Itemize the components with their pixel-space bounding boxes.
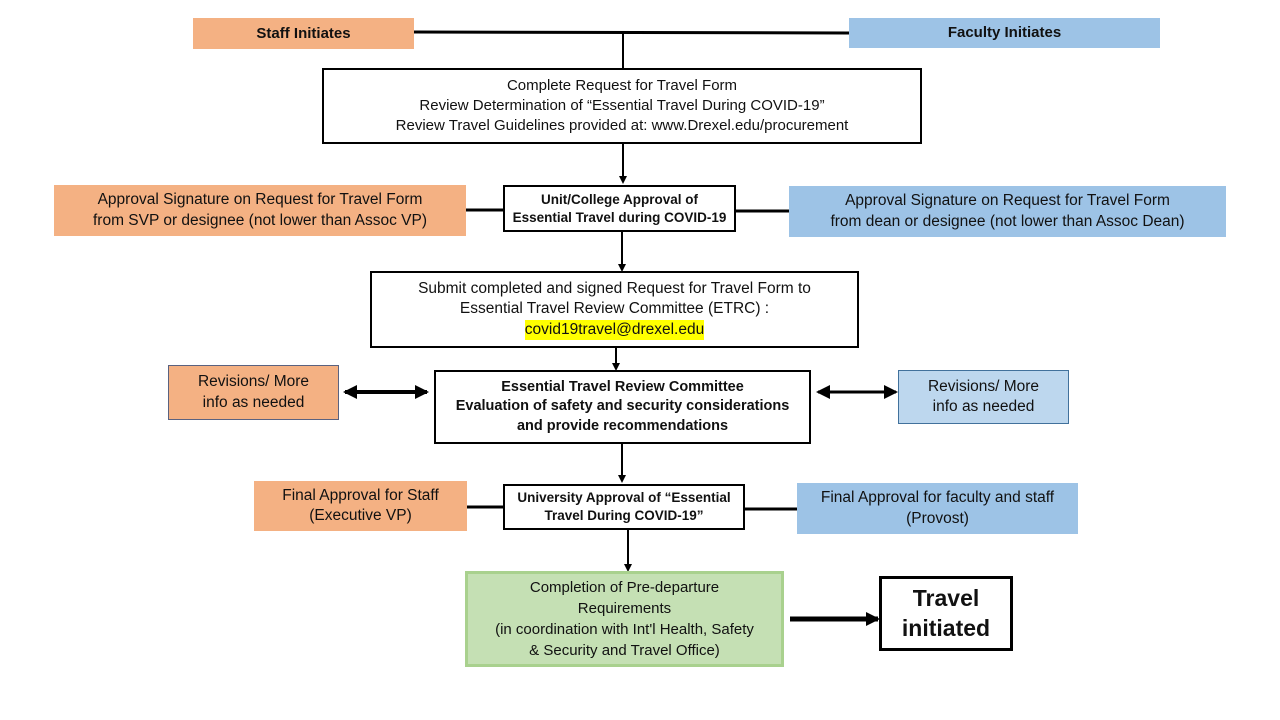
predeparture-line1: Completion of Pre-departure (529, 579, 720, 596)
university-approval-box: University Approval of “Essential Travel… (503, 484, 745, 530)
etrc-line2: Evaluation of safety and security consid… (455, 398, 790, 415)
etrc-box: Essential Travel Review Committee Evalua… (434, 370, 811, 444)
staff-initiates-label: Staff Initiates (256, 24, 351, 42)
staff-signature-box: Approval Signature on Request for Travel… (54, 185, 466, 236)
submit-line2: Essential Travel Review Committee (ETRC)… (459, 300, 770, 318)
university-approval-line1: University Approval of “Essential (517, 490, 731, 506)
request-form-line1: Complete Request for Travel Form (506, 77, 738, 95)
etrc-email-link[interactable]: covid19travel@drexel.edu (524, 319, 705, 341)
faculty-signature-line2: from dean or designee (not lower than As… (830, 212, 1185, 230)
staff-revisions-box: Revisions/ More info as needed (168, 365, 339, 420)
request-form-box: Complete Request for Travel Form Review … (322, 68, 922, 144)
staff-signature-line2: from SVP or designee (not lower than Ass… (93, 211, 427, 229)
staff-initiates-box: Staff Initiates (193, 18, 414, 49)
etrc-line1: Essential Travel Review Committee (501, 379, 744, 396)
travel-initiated-box: Travel initiated (879, 576, 1013, 651)
unit-approval-line1: Unit/College Approval of (540, 191, 698, 207)
etrc-line3: and provide recommendations (516, 417, 729, 434)
staff-signature-line1: Approval Signature on Request for Travel… (97, 191, 423, 209)
unit-approval-line2: Essential Travel during COVID-19 (512, 209, 727, 225)
faculty-revisions-line2: info as needed (932, 398, 1035, 415)
submit-line1: Submit completed and signed Request for … (418, 279, 811, 297)
faculty-revisions-line1: Revisions/ More (927, 377, 1040, 395)
travel-initiated-line2: initiated (901, 614, 991, 641)
faculty-initiates-label: Faculty Initiates (947, 24, 1062, 42)
staff-revisions-line1: Revisions/ More (197, 373, 310, 391)
faculty-signature-line1: Approval Signature on Request for Travel… (845, 192, 1170, 210)
connector-top (413, 30, 850, 68)
request-form-line2: Review Determination of “Essential Trave… (419, 97, 825, 115)
staff-final-line1: Final Approval for Staff (282, 486, 439, 504)
faculty-final-line1: Final Approval for faculty and staff (820, 489, 1055, 507)
faculty-revisions-box: Revisions/ More info as needed (898, 370, 1069, 424)
faculty-final-approval-box: Final Approval for faculty and staff (Pr… (797, 483, 1078, 534)
staff-final-approval-box: Final Approval for Staff (Executive VP) (254, 481, 467, 531)
predeparture-line3: (in coordination with Int'l Health, Safe… (495, 621, 754, 638)
predeparture-line4: & Security and Travel Office) (529, 642, 720, 659)
faculty-signature-box: Approval Signature on Request for Travel… (789, 186, 1226, 237)
request-form-line3: Review Travel Guidelines provided at: ww… (395, 116, 849, 134)
staff-revisions-line2: info as needed (202, 393, 305, 411)
faculty-final-line2: (Provost) (906, 509, 969, 527)
predeparture-box: Completion of Pre-departure Requirements… (465, 571, 784, 667)
faculty-initiates-box: Faculty Initiates (849, 18, 1160, 48)
submit-box: Submit completed and signed Request for … (370, 271, 859, 348)
predeparture-line2: Requirements (577, 600, 672, 617)
staff-final-line2: (Executive VP) (309, 507, 412, 524)
unit-approval-box: Unit/College Approval of Essential Trave… (503, 185, 736, 232)
travel-initiated-line1: Travel (912, 584, 980, 611)
university-approval-line2: Travel During COVID-19” (544, 508, 704, 523)
